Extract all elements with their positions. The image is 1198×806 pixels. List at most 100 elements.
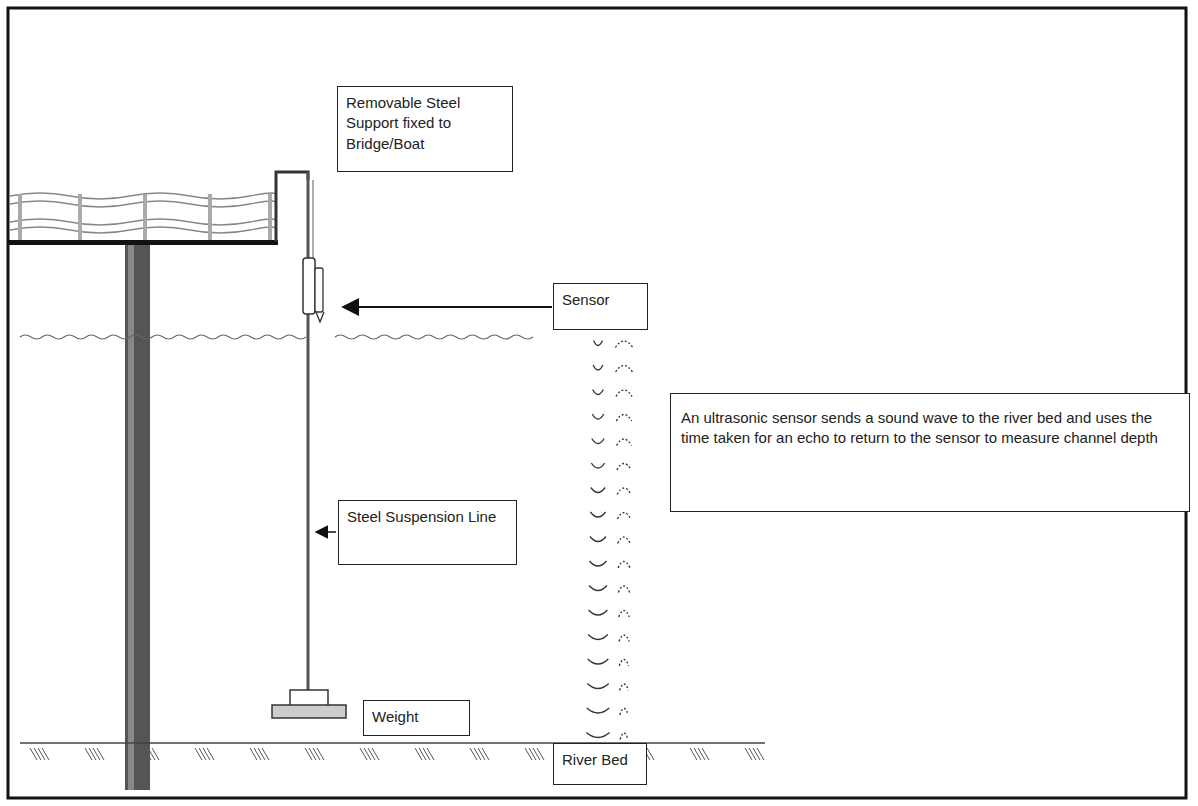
emitted-wave — [587, 684, 609, 689]
bridge-pillar — [125, 245, 150, 790]
emitted-wave — [591, 488, 605, 493]
echo-wave — [617, 464, 631, 471]
hatch-stroke — [148, 748, 155, 760]
hatch-stroke — [254, 748, 261, 760]
bridge-deck — [8, 240, 278, 245]
hatch-stroke — [757, 748, 764, 760]
hatch-stroke — [305, 748, 312, 760]
echo-wave — [615, 341, 632, 348]
railing-post — [18, 194, 22, 240]
sensor-tip — [316, 312, 324, 322]
hatch-stroke — [152, 748, 159, 760]
hatch-stroke — [745, 748, 752, 760]
label-text: Steel Suspension Line — [347, 507, 508, 527]
echo-wave — [618, 562, 630, 569]
emitted-wave — [593, 390, 604, 395]
emitted-wave — [590, 537, 606, 542]
echo-wave — [619, 611, 630, 618]
callout-box: River Bed — [553, 743, 647, 785]
echo-wave — [620, 709, 628, 716]
hatch-stroke — [140, 748, 147, 760]
emitted-wave — [592, 414, 604, 419]
railing-post — [268, 194, 272, 240]
railing-post — [208, 194, 212, 240]
sensor-head — [315, 268, 323, 312]
hatch-stroke — [749, 748, 756, 760]
echo-wave — [616, 390, 632, 397]
hatch-stroke — [702, 748, 709, 760]
hatch-stroke — [309, 748, 316, 760]
echo-wave — [620, 733, 628, 740]
river-bed-line — [20, 742, 765, 743]
hatch-stroke — [34, 748, 41, 760]
weight-top — [290, 690, 328, 706]
echo-wave — [619, 635, 629, 642]
hatch-stroke — [419, 748, 426, 760]
hatch-stroke — [525, 748, 532, 760]
echo-wave — [616, 366, 633, 373]
echo-wave — [617, 488, 631, 495]
river-bed-hatching — [30, 748, 764, 760]
emitted-wave — [590, 512, 605, 517]
hatch-stroke — [698, 748, 705, 760]
hatch-stroke — [364, 748, 371, 760]
hatch-stroke — [753, 748, 760, 760]
hatch-stroke — [482, 748, 489, 760]
pillar-shade — [128, 245, 134, 790]
hatch-stroke — [250, 748, 257, 760]
hatch-stroke — [207, 748, 214, 760]
emitted-wave — [589, 586, 607, 591]
label-text: Removable Steel Support fixed to Bridge/… — [346, 93, 504, 154]
hatch-stroke — [38, 748, 45, 760]
steel-support — [276, 172, 308, 242]
railing-post — [143, 194, 147, 240]
railing — [10, 193, 276, 233]
suspension-line — [307, 172, 310, 693]
hatch-stroke — [368, 748, 375, 760]
hatch-stroke — [144, 748, 151, 760]
leader-arrow — [343, 306, 552, 308]
hatch-stroke — [415, 748, 422, 760]
railing-post — [78, 194, 82, 240]
hatch-stroke — [360, 748, 367, 760]
hatch-stroke — [89, 748, 96, 760]
sensor-body — [303, 258, 315, 314]
hatch-stroke — [203, 748, 210, 760]
echo-wave — [617, 513, 630, 520]
hatch-stroke — [470, 748, 477, 760]
hatch-stroke — [647, 748, 654, 760]
callout-box: Steel Suspension Line — [338, 500, 517, 565]
hatch-stroke — [93, 748, 100, 760]
echo-wave — [618, 586, 629, 593]
hatch-stroke — [30, 748, 37, 760]
hatch-stroke — [478, 748, 485, 760]
hatch-stroke — [694, 748, 701, 760]
hatch-stroke — [258, 748, 265, 760]
water-surface — [20, 335, 533, 339]
hatch-stroke — [529, 748, 536, 760]
hatch-stroke — [533, 748, 540, 760]
hatch-stroke — [474, 748, 481, 760]
leader-arrow — [316, 531, 336, 533]
echo-wave — [617, 439, 632, 446]
echo-wave — [618, 537, 631, 544]
echo-wave — [620, 684, 629, 691]
label-text: Sensor — [562, 290, 639, 310]
hatch-stroke — [427, 748, 434, 760]
echo-wave — [616, 415, 632, 422]
emitted-wave — [590, 561, 607, 566]
emitted-wave — [594, 341, 603, 346]
emitted-wave — [589, 610, 608, 615]
sound-waves — [586, 316, 633, 740]
emitted-wave — [588, 659, 609, 664]
callout-box: Removable Steel Support fixed to Bridge/… — [337, 86, 513, 172]
hatch-stroke — [317, 748, 324, 760]
label-text: Weight — [372, 707, 461, 727]
emitted-wave — [593, 365, 603, 370]
hatch-stroke — [262, 748, 269, 760]
hatch-stroke — [313, 748, 320, 760]
railing-posts — [20, 194, 270, 240]
hatch-stroke — [690, 748, 697, 760]
note-box: An ultrasonic sensor sends a sound wave … — [670, 393, 1190, 512]
emitted-wave — [591, 463, 604, 468]
